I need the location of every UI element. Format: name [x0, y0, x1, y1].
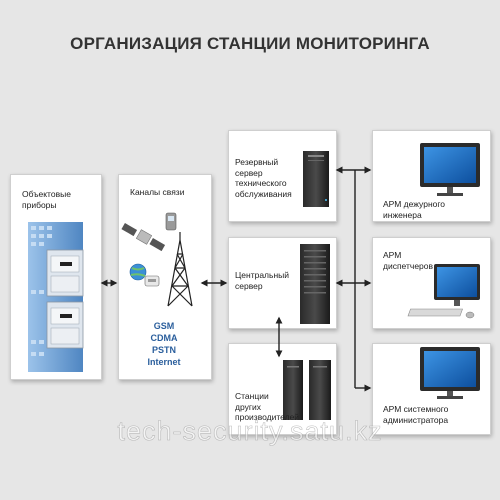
protocol-gsm: GSM [153, 321, 175, 331]
other-servers-icon [283, 360, 331, 420]
phone-handset-icon [144, 275, 160, 287]
page-title: ОРГАНИЗАЦИЯ СТАНЦИИ МОНИТОРИНГА [70, 34, 430, 53]
backup-server-icon [303, 151, 329, 207]
backup-server-label: Резервный сервер технического обслуживан… [235, 157, 292, 199]
globe-icon [129, 263, 147, 281]
protocol-cdma: CDMA [150, 333, 178, 343]
central-server-label: Центральный сервер [235, 270, 289, 291]
dispatcher-workstation-label: АРМ диспетчеров [383, 250, 434, 271]
dispatcher-pc-icon [407, 264, 480, 319]
channels-label: Каналы связи [130, 187, 185, 197]
device-panel-bottom-icon [46, 301, 84, 349]
admin-workstation-label: АРМ системного администратора [383, 404, 449, 425]
protocol-internet: Internet [147, 357, 181, 367]
engineer-monitor-icon [420, 143, 480, 196]
radio-tower-icon [167, 232, 193, 307]
building-icon [28, 222, 84, 372]
satellite-icon [121, 223, 166, 252]
protocol-list: GSM CDMA PSTN Internet [118, 320, 210, 368]
central-server-icon [300, 244, 330, 324]
protocol-pstn: PSTN [151, 345, 176, 355]
engineer-workstation-label: АРМ дежурного инженера [383, 199, 446, 220]
admin-monitor-icon [420, 347, 480, 399]
objects-label: Объектовые приборы [22, 189, 71, 210]
watermark: tech-security.satu.kz [117, 416, 383, 447]
mobile-phone-icon [165, 212, 177, 231]
other-stations-label: Станции других производителей [235, 391, 300, 422]
device-panel-top-icon [46, 249, 84, 297]
